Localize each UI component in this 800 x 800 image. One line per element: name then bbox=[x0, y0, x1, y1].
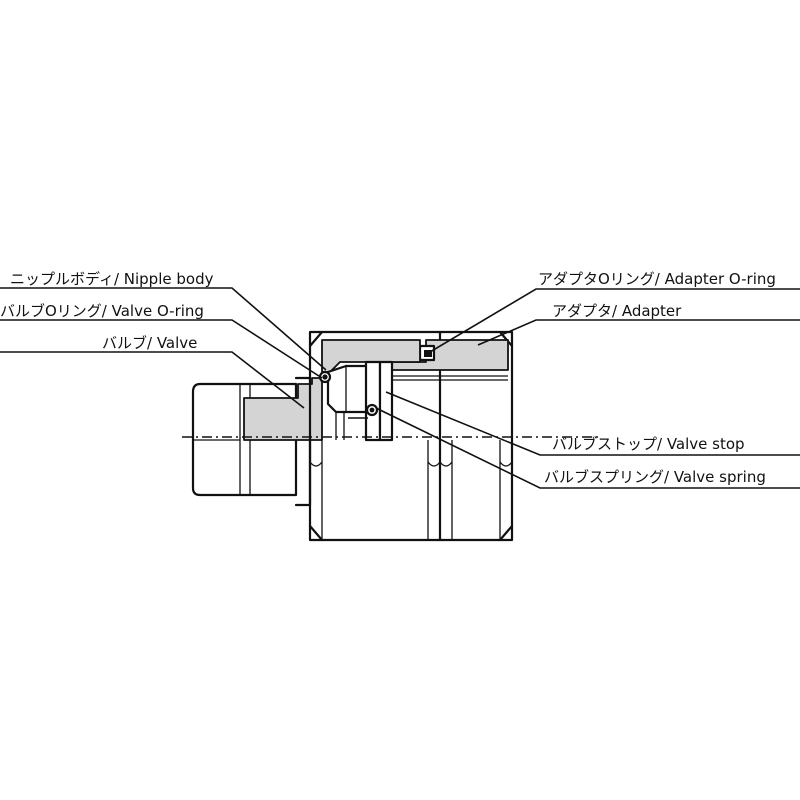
valve-spring bbox=[348, 403, 379, 419]
adapter-oring bbox=[424, 350, 432, 357]
label-nipple-body: ニップルボディ/ Nipple body bbox=[10, 270, 214, 288]
nipple-body-section bbox=[243, 377, 323, 441]
label-adapter: アダプタ/ Adapter bbox=[552, 302, 682, 320]
valve bbox=[326, 364, 374, 440]
valve-stop bbox=[364, 360, 394, 442]
label-valve-oring: バルブOリング/ Valve O-ring bbox=[0, 302, 204, 320]
label-valve: バルブ/ Valve bbox=[102, 334, 197, 352]
leader-lines bbox=[0, 287, 800, 489]
label-valve-stop: バルブストップ/ Valve stop bbox=[552, 435, 745, 453]
label-valve-spring: バルブスプリング/ Valve spring bbox=[544, 468, 766, 486]
label-adapter-oring: アダプタOリング/ Adapter O-ring bbox=[538, 270, 776, 288]
adapter-bore bbox=[391, 370, 508, 440]
nipple-body bbox=[191, 376, 312, 507]
